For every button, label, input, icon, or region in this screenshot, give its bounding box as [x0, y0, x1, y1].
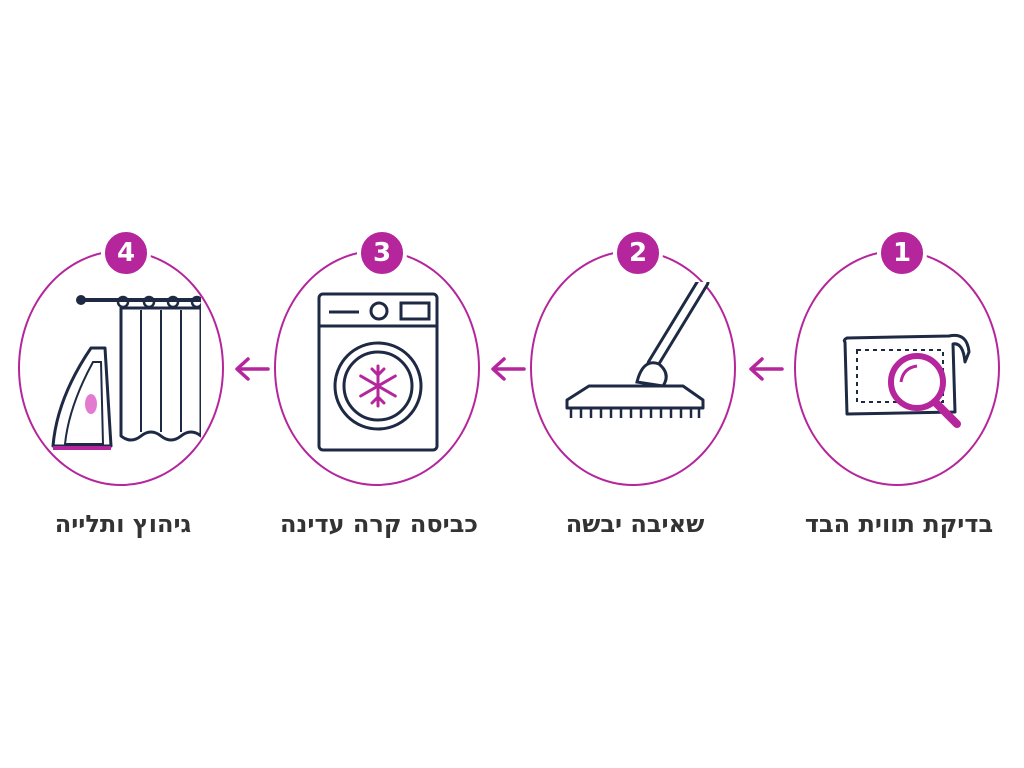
step-number-badge: 1	[877, 228, 927, 278]
step-label: גיהוץ ותלייה	[54, 510, 192, 538]
step-number-badge: 3	[357, 228, 407, 278]
iron-curtain-icon	[51, 295, 201, 450]
arrow-left-icon	[749, 357, 784, 381]
step-label: כביסה קרה עדינה	[280, 510, 478, 538]
step-number-badge: 2	[613, 228, 663, 278]
washing-machine-snowflake-icon	[317, 292, 439, 452]
step-4: 4 גיהוץ ותלייה	[18, 220, 228, 550]
step-3: 3 כביסה קרה עדינה	[274, 220, 484, 550]
vacuum-icon	[565, 282, 710, 418]
step-label: שאיבה יבשה	[565, 510, 705, 538]
arrow-left-icon	[491, 357, 526, 381]
step-1: 1 בדיקת תווית הבד	[794, 220, 1004, 550]
fabric-magnifier-icon	[842, 333, 971, 428]
step-2: 2 שאיבה יבשה	[530, 220, 740, 550]
step-label: בדיקת תווית הבד	[804, 510, 994, 538]
arrow-left-icon	[235, 357, 270, 381]
step-number-badge: 4	[101, 228, 151, 278]
